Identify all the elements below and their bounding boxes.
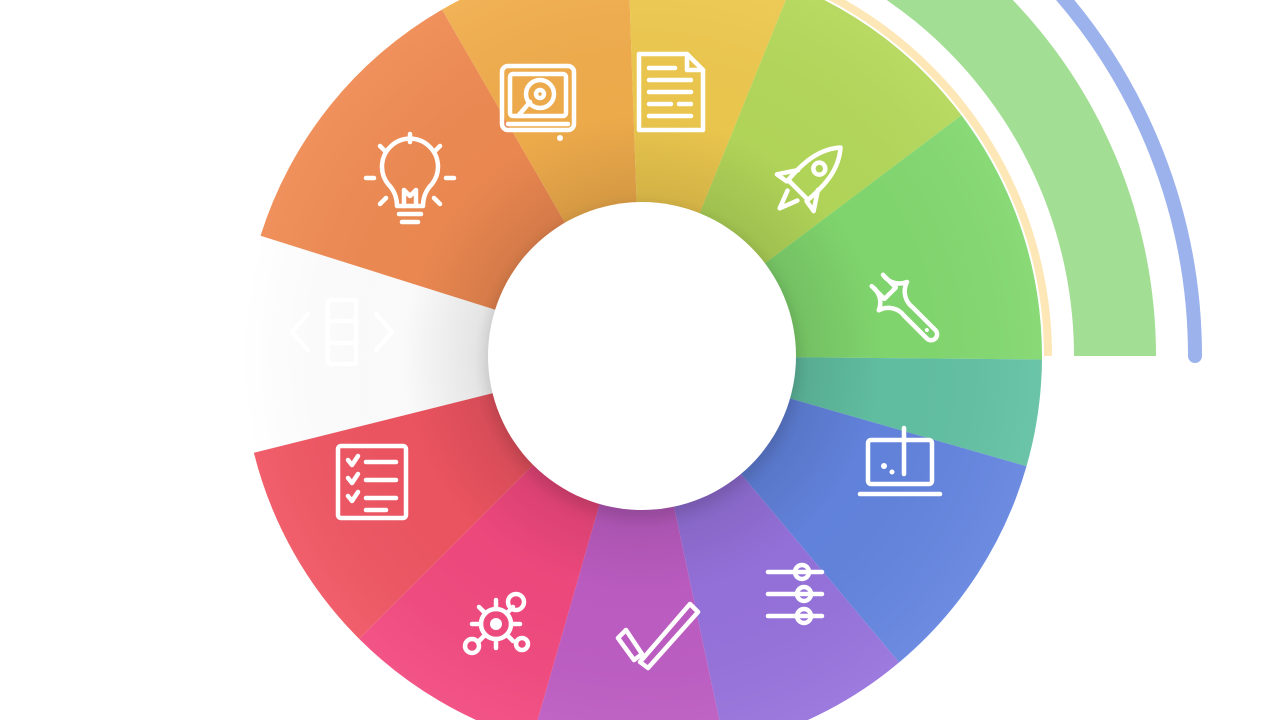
sliders-icon bbox=[765, 562, 825, 626]
cream-thin-arc bbox=[828, 0, 1052, 356]
checkmark-pencil-icon bbox=[615, 601, 701, 671]
laptop-icon bbox=[857, 425, 943, 497]
rocket-icon bbox=[774, 145, 843, 214]
document-icon bbox=[636, 51, 706, 133]
outer-arcs-group bbox=[828, 0, 1202, 363]
checklist-icon bbox=[335, 443, 409, 521]
blue-thin-arc bbox=[1055, 0, 1202, 363]
wrench-icon bbox=[869, 272, 940, 343]
center-circle bbox=[488, 202, 796, 510]
ring-shading bbox=[242, 0, 1042, 720]
disc-drive-icon bbox=[499, 63, 577, 141]
gears-icon bbox=[462, 591, 531, 656]
icons-group bbox=[289, 51, 943, 671]
green-band-arc bbox=[886, 0, 1156, 356]
lightbulb-icon bbox=[363, 131, 457, 225]
code-brackets-icon bbox=[289, 297, 395, 367]
